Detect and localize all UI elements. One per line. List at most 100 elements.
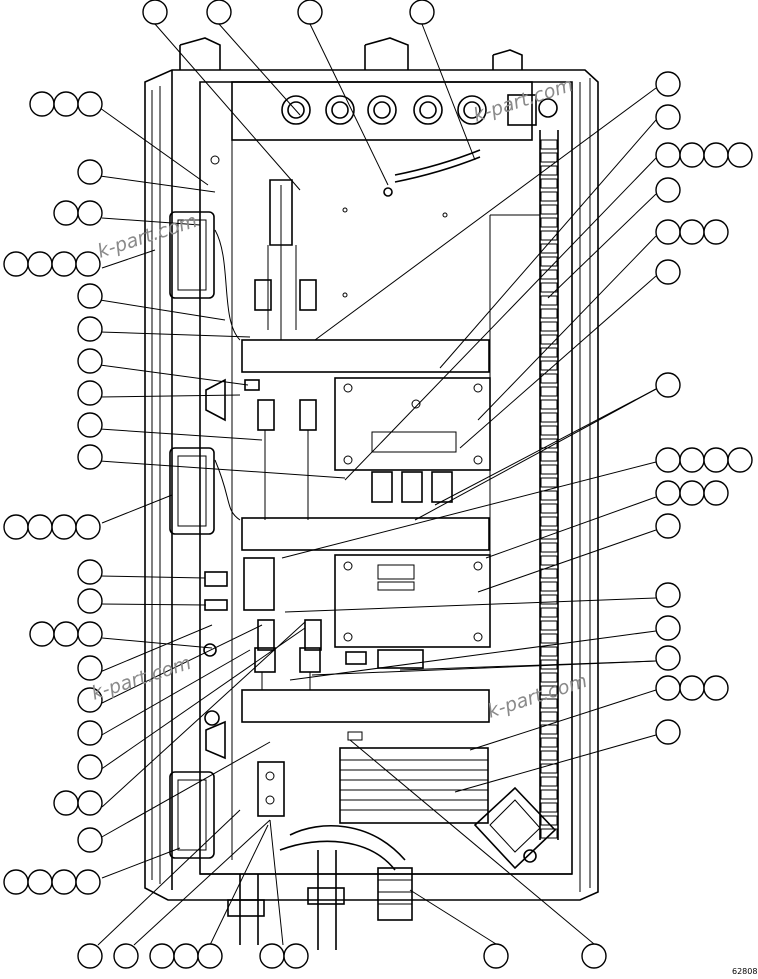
watermark-lower-right: k-part.com [485, 670, 590, 723]
callout-balloon [53, 91, 79, 117]
callout-balloon [77, 588, 103, 614]
callout-balloon [655, 259, 681, 285]
terminal-block [540, 568, 558, 579]
leader-line [409, 889, 497, 945]
callout-balloon [27, 251, 53, 277]
callout-balloon [75, 251, 101, 277]
callout-balloon [297, 0, 323, 25]
top-relay-bank [231, 81, 558, 197]
leader-line [101, 217, 201, 226]
watermarks: k-part.com k-part.com k-part.com k-part.… [89, 74, 590, 723]
callout-balloon [77, 91, 103, 117]
callout-balloon [75, 869, 101, 895]
leader-line [99, 394, 241, 398]
terminal-block [540, 503, 558, 514]
callout-balloon [77, 283, 103, 309]
terminal-block [540, 633, 558, 644]
callout-balloon [655, 675, 681, 701]
callout-balloon [483, 943, 509, 969]
terminal-block [540, 477, 558, 488]
leader-line [101, 494, 173, 524]
leader-line [399, 660, 657, 671]
callout-balloon [77, 316, 103, 342]
harness-connectors [203, 179, 322, 817]
terminal-block [540, 555, 558, 566]
callout-balloon [703, 447, 729, 473]
watermark-lower-left: k-part.com [89, 652, 194, 705]
callout-balloon [77, 559, 103, 585]
leader-line [349, 739, 595, 945]
leader-line [209, 824, 269, 946]
terminal-block [540, 737, 558, 748]
callout-balloon [77, 444, 103, 470]
callout-balloon [727, 142, 753, 168]
callout-balloon [655, 104, 681, 130]
callout-balloon [149, 943, 175, 969]
callout-balloon [679, 480, 705, 506]
terminal-block [540, 594, 558, 605]
callout-balloon [655, 71, 681, 97]
terminal-block [540, 152, 558, 163]
leader-line [485, 496, 657, 559]
leader-line [284, 597, 657, 613]
leader-line [99, 299, 226, 321]
terminal-block [540, 620, 558, 631]
terminal-block [540, 308, 558, 319]
callout-balloon [3, 251, 29, 277]
wiring-ducts [241, 339, 490, 723]
terminal-block [540, 542, 558, 553]
terminal-block [540, 165, 558, 176]
terminal-block [540, 828, 558, 839]
callout-balloon [409, 0, 435, 25]
callout-balloon [51, 514, 77, 540]
callout-balloon [206, 0, 232, 25]
callout-balloon [655, 513, 681, 539]
callout-balloon [703, 142, 729, 168]
callout-balloon [142, 0, 168, 25]
leader-line [439, 119, 657, 369]
callout-balloon [655, 372, 681, 398]
callout-balloon [77, 380, 103, 406]
callout-balloon [77, 159, 103, 185]
callout-balloon [655, 219, 681, 245]
callout-balloon [655, 447, 681, 473]
callout-balloon [77, 827, 103, 853]
leader-line [344, 157, 657, 481]
leader-line [133, 819, 271, 946]
callout-balloon [679, 447, 705, 473]
callout-balloon [77, 412, 103, 438]
terminal-block [540, 256, 558, 267]
terminal-block [540, 139, 558, 150]
terminal-block [540, 178, 558, 189]
leader-line [414, 388, 657, 521]
callout-balloon [655, 177, 681, 203]
leader-line [281, 461, 657, 559]
terminal-block [540, 789, 558, 800]
terminal-block [540, 399, 558, 410]
terminal-block [540, 763, 558, 774]
terminal-block [540, 776, 558, 787]
callout-balloon [703, 480, 729, 506]
watermark-upper-left: k-part.com [95, 210, 200, 263]
callout-balloon [655, 719, 681, 745]
callout-balloon [581, 943, 607, 969]
terminal-block [540, 750, 558, 761]
callout-balloon [655, 582, 681, 608]
terminal-block [540, 295, 558, 306]
leader-line [101, 637, 213, 649]
callout-balloon [29, 621, 55, 647]
callout-balloon [77, 621, 103, 647]
callout-balloon [53, 790, 79, 816]
leader-line [99, 603, 207, 606]
leader-line [99, 624, 263, 705]
terminal-block [540, 490, 558, 501]
leader-line [99, 575, 206, 579]
terminal-block [540, 334, 558, 345]
callout-balloon [77, 943, 103, 969]
terminal-block [540, 711, 558, 722]
mounting-panel [210, 140, 540, 860]
bottom-cable-entry [200, 825, 572, 950]
callout-balloon [53, 200, 79, 226]
drawing-code: 62808 [732, 967, 757, 976]
leader-line [547, 193, 657, 299]
